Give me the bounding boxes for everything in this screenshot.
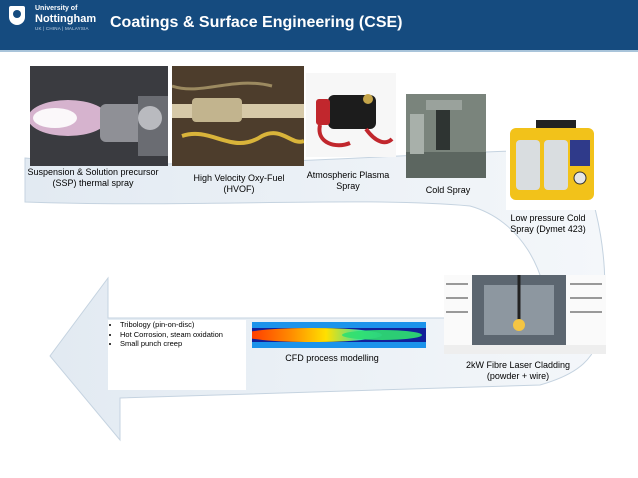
cold-spray-label: Cold Spray bbox=[425, 185, 471, 195]
hvof-label: High Velocity Oxy-Fuel (HVOF) bbox=[193, 173, 285, 194]
list-item: Hot Corrosion, steam oxidation bbox=[120, 330, 246, 340]
header-divider bbox=[0, 50, 638, 52]
cfd-label: CFD process modelling bbox=[285, 353, 379, 363]
logo-line-2: Nottingham bbox=[35, 13, 97, 25]
cfd-image bbox=[252, 322, 426, 348]
list-item: Tribology (pin-on-disc) bbox=[120, 320, 246, 330]
logo-line-1: University of bbox=[35, 5, 78, 12]
crest-icon bbox=[9, 6, 25, 25]
ssp-spray-photo bbox=[30, 66, 168, 166]
plasma-spray-photo bbox=[306, 73, 396, 157]
ssp-label: Suspension & Solution precursor (SSP) th… bbox=[27, 167, 159, 188]
testing-list: Tribology (pin-on-disc) Hot Corrosion, s… bbox=[108, 320, 246, 390]
header-bar bbox=[0, 0, 638, 50]
hvof-photo bbox=[172, 66, 304, 166]
logo-line-3: UK | CHINA | MALAYSIA bbox=[35, 26, 89, 31]
dymet-photo bbox=[506, 118, 598, 210]
aps-label: Atmospheric Plasma Spray bbox=[306, 170, 390, 191]
university-logo: University of Nottingham UK | CHINA | MA… bbox=[0, 0, 100, 34]
cold-spray-photo bbox=[406, 94, 486, 178]
laser-cladding-photo bbox=[444, 275, 606, 354]
list-item: Small punch creep bbox=[120, 339, 246, 349]
page-title: Coatings & Surface Engineering (CSE) bbox=[110, 14, 403, 31]
laser-cladding-label: 2kW Fibre Laser Cladding (powder + wire) bbox=[465, 360, 571, 381]
low-pressure-cold-spray-label: Low pressure Cold Spray (Dymet 423) bbox=[510, 213, 586, 234]
